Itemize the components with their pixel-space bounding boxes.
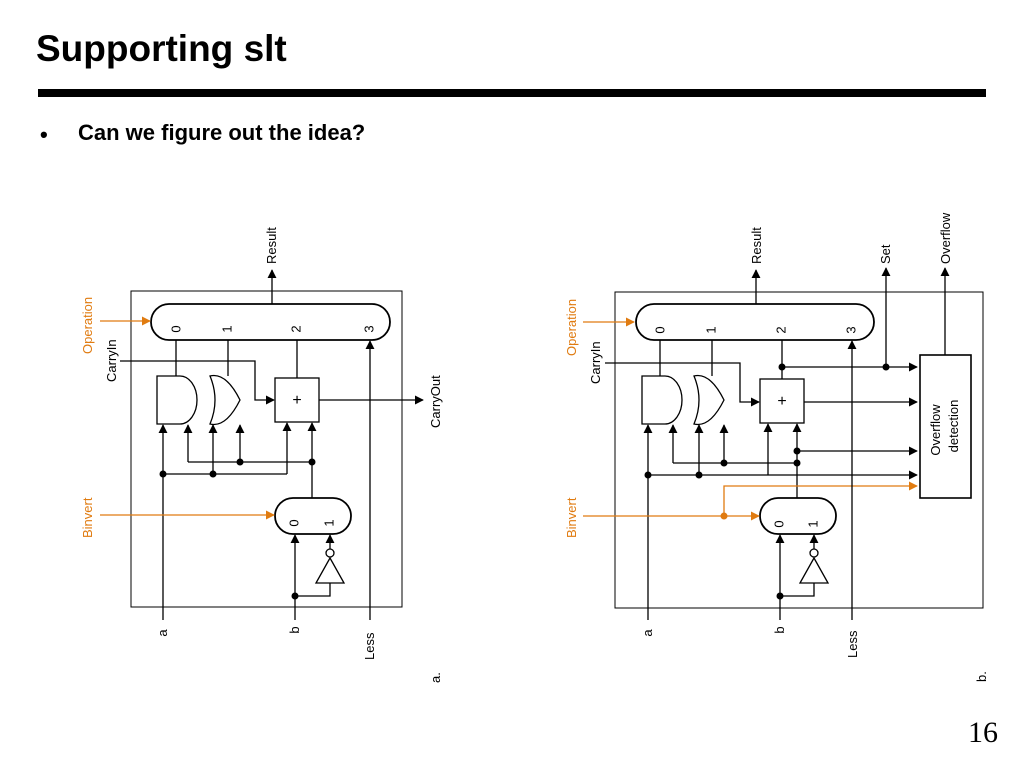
operation-label: Operation xyxy=(80,297,95,354)
page-number: 16 xyxy=(968,716,998,749)
binv-input-1: 1 xyxy=(321,519,336,526)
carryin-wire-a xyxy=(120,360,275,405)
bullet-marker: • xyxy=(40,122,48,147)
inverter-bubble-a xyxy=(325,548,335,558)
binvert-to-ovf-b xyxy=(723,481,918,516)
junction-dot xyxy=(882,363,890,371)
and-gate-a xyxy=(156,375,198,425)
mux-input-1: 1 xyxy=(219,325,234,332)
junction-dot xyxy=(793,459,801,467)
binvert-mux-a xyxy=(274,497,352,535)
slide-title: Supporting slt xyxy=(36,28,287,69)
junction-dot xyxy=(644,471,652,479)
b-to-inverter-a xyxy=(295,583,331,597)
a-label: a xyxy=(155,629,170,637)
junction-dot xyxy=(778,363,786,371)
set-label: Set xyxy=(878,244,893,264)
mux-input-0: 0 xyxy=(168,325,183,332)
result-label: Result xyxy=(264,227,279,264)
b-label: b xyxy=(772,626,787,633)
junction-dot xyxy=(720,459,728,467)
alu-diagram-a xyxy=(100,269,424,620)
inverter-b xyxy=(798,556,830,584)
less-label: Less xyxy=(845,630,860,658)
binvert-label: Binvert xyxy=(80,497,95,538)
alu-diagram-b xyxy=(583,267,984,620)
operation-label: Operation xyxy=(564,299,579,356)
junction-dot-orange xyxy=(720,512,728,520)
b-label: b xyxy=(287,626,302,633)
a-label: a xyxy=(640,629,655,637)
overflow-box-line1: Overflow xyxy=(928,404,943,456)
carryin-label: CarryIn xyxy=(588,341,603,384)
diagram-a-labels: 0 1 2 3 + 0 1 Result Operation CarryIn C… xyxy=(80,227,443,683)
adder-plus: + xyxy=(292,392,301,409)
overflow-label: Overflow xyxy=(938,212,953,264)
junction-dot xyxy=(308,458,316,466)
junction-dot xyxy=(159,470,167,478)
bullet-text: Can we figure out the idea? xyxy=(78,120,366,145)
and-gate-b xyxy=(641,375,683,425)
junction-dot xyxy=(236,458,244,466)
inverter-bubble-b xyxy=(809,548,819,558)
title-divider xyxy=(38,89,986,97)
caption-b: b. xyxy=(974,671,989,682)
overflow-box-line2: detection xyxy=(946,400,961,453)
junction-dot xyxy=(776,592,784,600)
junction-dot xyxy=(695,471,703,479)
alu-frame-b xyxy=(614,291,984,609)
junction-dot xyxy=(209,470,217,478)
binv-input-1: 1 xyxy=(805,520,820,527)
mux-input-2: 2 xyxy=(288,325,303,332)
binv-input-0: 0 xyxy=(286,519,301,526)
alu-frame-a xyxy=(130,290,403,608)
less-label: Less xyxy=(362,632,377,660)
b-to-inverter-b xyxy=(780,583,815,597)
carryin-wire-b xyxy=(605,362,760,407)
result-label: Result xyxy=(749,227,764,264)
mux-input-1: 1 xyxy=(703,326,718,333)
binvert-mux-b xyxy=(759,497,837,535)
binv-input-0: 0 xyxy=(771,520,786,527)
caption-a: a. xyxy=(428,672,443,683)
mux-input-0: 0 xyxy=(652,326,667,333)
junction-dot xyxy=(291,592,299,600)
binvert-label: Binvert xyxy=(564,497,579,538)
or-gate-a xyxy=(209,374,241,426)
carryout-label: CarryOut xyxy=(428,375,443,428)
result-mux-b xyxy=(635,303,875,341)
inverter-a xyxy=(314,556,346,584)
mux-input-2: 2 xyxy=(773,326,788,333)
result-mux-a xyxy=(150,303,391,341)
diagram-b-labels: 0 1 2 3 + 0 1 Overflow detection Result … xyxy=(564,212,989,682)
mux-input-3: 3 xyxy=(843,326,858,333)
junction-dot xyxy=(793,447,801,455)
carryin-label: CarryIn xyxy=(104,339,119,382)
mux-input-3: 3 xyxy=(361,325,376,332)
or-gate-b xyxy=(693,374,725,426)
adder-plus: + xyxy=(777,393,786,410)
